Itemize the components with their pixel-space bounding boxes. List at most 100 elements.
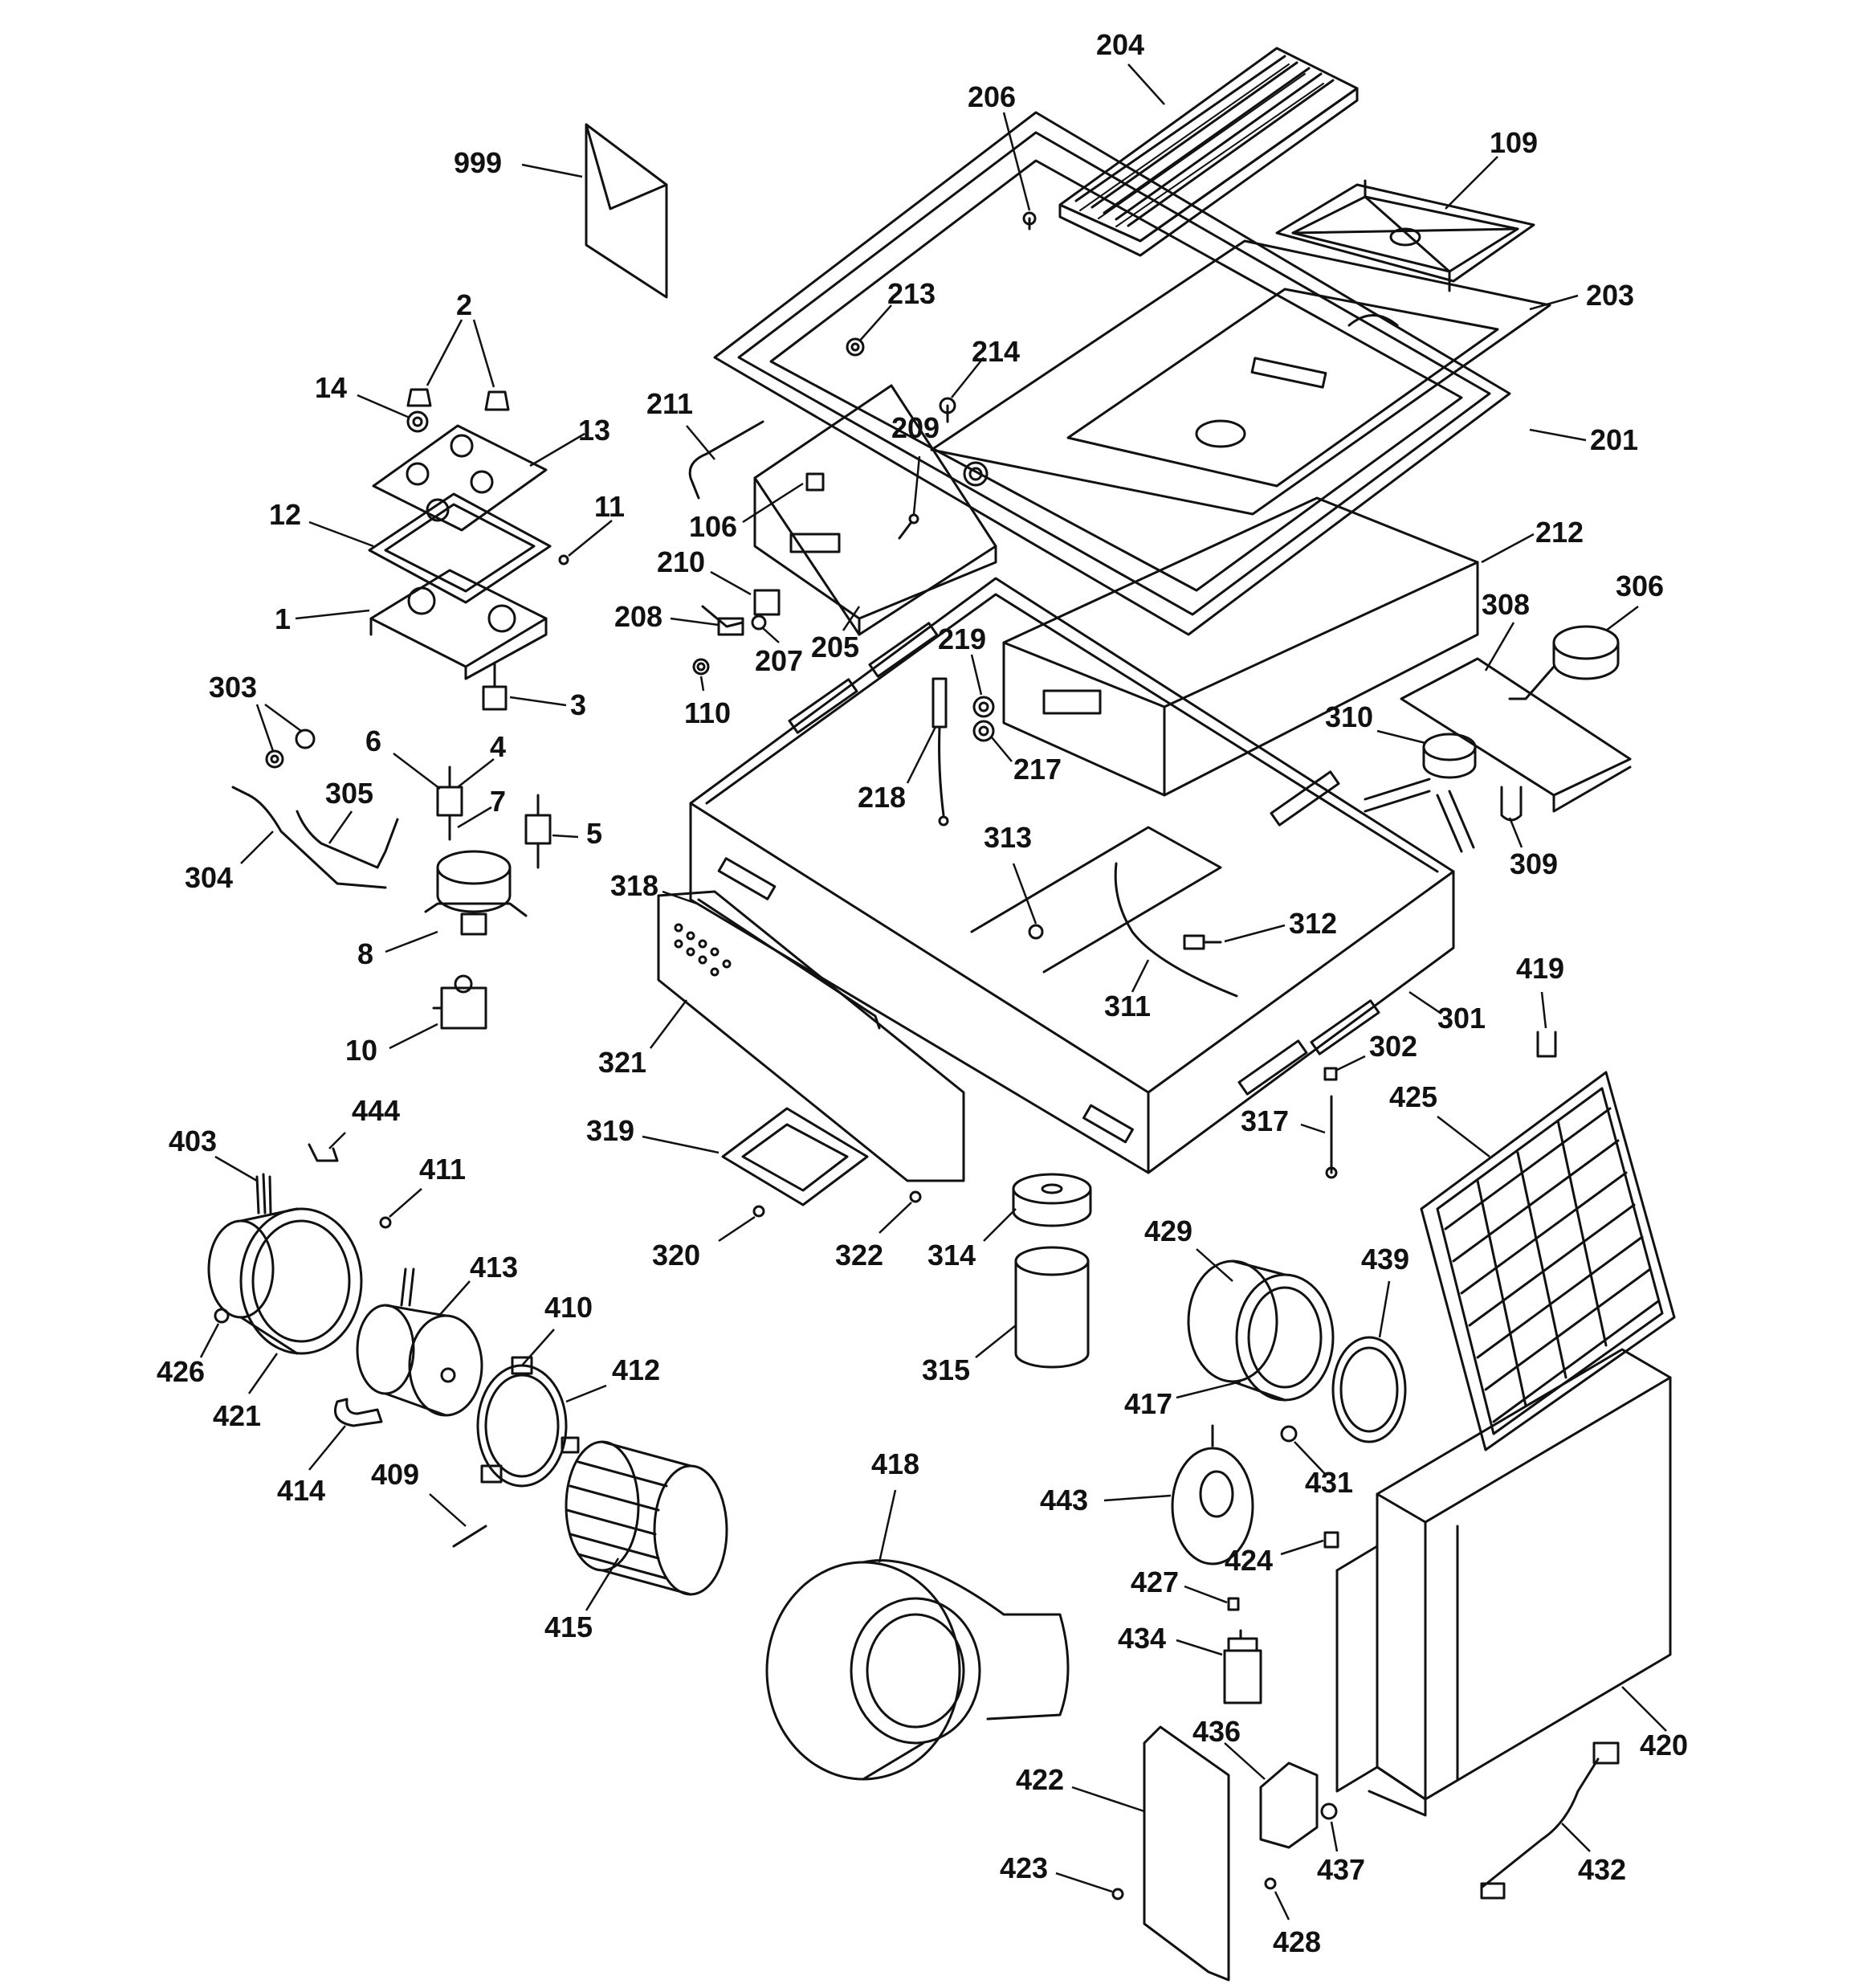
leader-207	[762, 627, 780, 643]
callout-315: 315	[922, 1353, 970, 1386]
callout-13: 13	[578, 414, 610, 447]
callout-312: 312	[1289, 907, 1337, 940]
part-409-screw	[452, 1525, 487, 1548]
part-423-screw	[1111, 1888, 1124, 1900]
leader-320	[718, 1215, 756, 1243]
callout-6: 6	[365, 725, 381, 757]
leader-311	[1131, 959, 1150, 993]
callout-12: 12	[269, 498, 301, 531]
leader-403	[214, 1155, 258, 1182]
callout-308: 308	[1482, 588, 1530, 621]
callout-414: 414	[277, 1474, 325, 1507]
part-206-screw	[1022, 211, 1037, 231]
leader-443	[1103, 1494, 1172, 1502]
callout-305: 305	[325, 777, 373, 810]
callout-206: 206	[968, 80, 1016, 113]
leader-423	[1055, 1872, 1113, 1893]
leader-209	[912, 455, 921, 515]
callout-304: 304	[185, 861, 233, 894]
callout-10: 10	[345, 1034, 377, 1067]
callout-7: 7	[490, 785, 506, 818]
callout-411: 411	[419, 1153, 466, 1186]
leader-422	[1071, 1786, 1145, 1813]
leader-437	[1330, 1821, 1339, 1852]
callout-213: 213	[887, 277, 936, 310]
part-302-nut	[1323, 1067, 1338, 1081]
leader-201	[1529, 428, 1587, 442]
part-5-valve	[524, 794, 552, 869]
part-1-control-bracket	[369, 569, 548, 680]
leader-312	[1224, 924, 1286, 943]
part-310-burner	[1364, 733, 1477, 853]
callout-403: 403	[169, 1125, 217, 1157]
part-437-nut	[1320, 1802, 1338, 1820]
callout-leaders	[199, 63, 1667, 1921]
leader-308	[1484, 622, 1515, 672]
callout-429: 429	[1144, 1214, 1192, 1247]
part-303-nut-washer	[265, 729, 316, 769]
part-439-ring	[1331, 1336, 1407, 1443]
callout-219: 219	[938, 623, 986, 655]
part-301-base-pan	[689, 577, 1455, 1174]
leader-1	[295, 609, 370, 620]
leader-431	[1294, 1441, 1326, 1475]
callout-413: 413	[470, 1251, 518, 1284]
leader-8	[385, 930, 438, 953]
part-217-washer	[972, 720, 995, 742]
callout-410: 410	[544, 1291, 593, 1324]
leader-301	[1408, 990, 1442, 1015]
callout-319: 319	[586, 1114, 634, 1147]
callout-207: 207	[755, 644, 803, 677]
leader-417	[1176, 1380, 1241, 1399]
part-106-clip	[805, 472, 825, 492]
leader-436	[1224, 1742, 1266, 1780]
leader-411	[389, 1188, 422, 1218]
part-415-blower-wheel	[565, 1440, 728, 1596]
callout-209: 209	[891, 411, 940, 444]
part-417-collar	[1187, 1259, 1335, 1402]
part-436-relay	[1259, 1761, 1319, 1849]
callout-314: 314	[927, 1239, 976, 1272]
leader-203	[1529, 294, 1579, 311]
part-314-cap	[1012, 1173, 1092, 1227]
callout-301: 301	[1437, 1002, 1486, 1035]
part-4-valve	[436, 765, 463, 841]
part-304-gas-tube	[231, 786, 387, 889]
part-305-gas-tube	[296, 810, 399, 869]
part-2-knob-left	[406, 388, 432, 407]
leader-414	[308, 1425, 346, 1471]
leader-5	[552, 834, 579, 839]
callout-427: 427	[1131, 1565, 1179, 1598]
part-419-clip	[1536, 1031, 1557, 1058]
part-444-clip	[308, 1143, 339, 1162]
leader-14	[357, 394, 410, 419]
leader-425	[1437, 1116, 1490, 1157]
leader-318	[662, 890, 698, 905]
part-427-clip	[1227, 1597, 1240, 1611]
part-8-regulator	[424, 850, 528, 936]
part-219-washer	[972, 696, 995, 718]
leader-419	[1540, 991, 1547, 1029]
leader-217	[991, 737, 1013, 762]
part-420-blower-box	[1335, 1348, 1672, 1817]
leader-310	[1376, 729, 1426, 745]
callout-210: 210	[657, 545, 705, 578]
callout-421: 421	[213, 1399, 261, 1432]
leader-439	[1378, 1280, 1391, 1338]
part-424-clip	[1323, 1531, 1339, 1549]
callout-320: 320	[652, 1239, 700, 1272]
leader-206	[1002, 112, 1031, 211]
callout-318: 318	[610, 869, 658, 902]
part-422-cover	[1143, 1725, 1230, 1982]
leader-429	[1196, 1248, 1233, 1282]
part-311-gas-tube	[1114, 862, 1238, 998]
leader-11	[568, 520, 613, 557]
callout-3: 3	[570, 688, 586, 721]
callout-321: 321	[598, 1046, 646, 1079]
part-411-screw	[379, 1216, 392, 1229]
part-13-control-panel	[372, 424, 548, 532]
callout-203: 203	[1586, 279, 1634, 312]
leader-999	[521, 163, 583, 178]
leader-13	[529, 432, 585, 467]
part-418-blower-scroll	[765, 1559, 1070, 1781]
